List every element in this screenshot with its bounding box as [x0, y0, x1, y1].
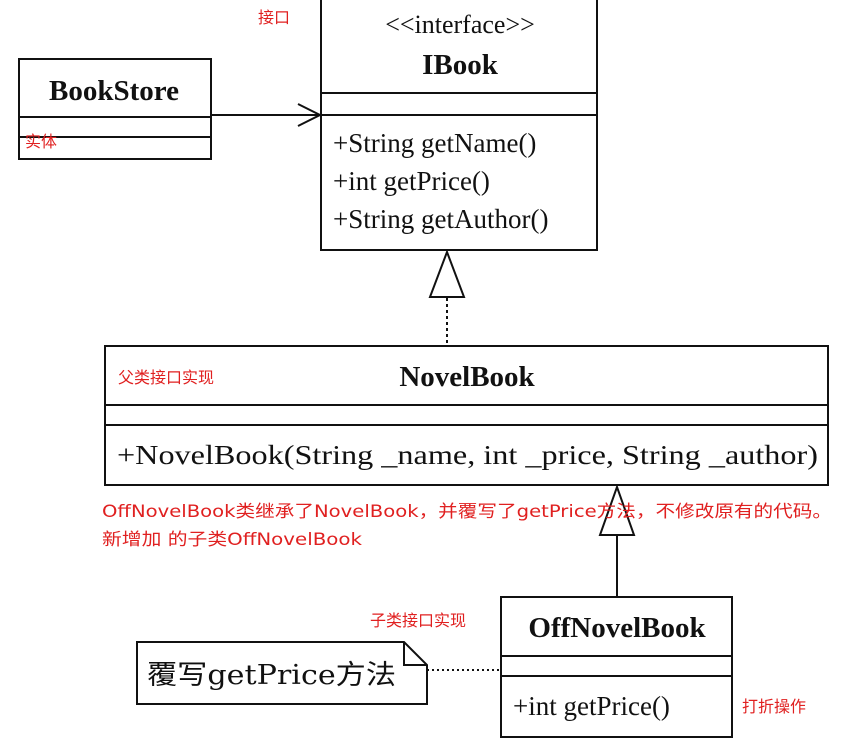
ibook-method: +int getPrice() [333, 166, 490, 196]
novelbook-class-name: NovelBook [399, 361, 535, 393]
annotations: 接口 实体 父类接口实现 OffNovelBook类继承了NovelBook，并… [25, 8, 832, 716]
ibook-box [320, 0, 598, 251]
entity-annotation: 实体 [25, 132, 57, 151]
offnovelbook-box [500, 596, 733, 738]
novelbook-class: NovelBook +NovelBook(String _name, int _… [104, 345, 829, 486]
ibook-class: <<interface>> IBook +String getName() +i… [320, 0, 598, 251]
ibook-method: +String getAuthor() [333, 204, 548, 234]
child-impl-annotation: 子类接口实现 [370, 611, 466, 630]
ibook-class-name: IBook [422, 49, 499, 81]
ibook-method: +String getName() [333, 128, 536, 158]
bookstore-box [18, 58, 212, 160]
association-arrow [211, 103, 323, 127]
offnovelbook-class-name: OffNovelBook [528, 612, 706, 644]
offnovelbook-method: +int getPrice() [513, 691, 670, 721]
interface-annotation: 接口 [258, 8, 290, 27]
note-folded-corner [403, 642, 427, 666]
description-annotation-line1: OffNovelBook类继承了NovelBook，并覆写了getPrice方法… [102, 502, 832, 522]
novelbook-box [104, 345, 829, 486]
ibook-stereotype: <<interface>> [385, 10, 535, 39]
bookstore-class-name: BookStore [49, 75, 179, 107]
description-annotation-line2: 新增加 的子类OffNovelBook [102, 530, 362, 550]
note-text: 覆写getPrice方法 [147, 660, 396, 691]
realization-arrow [428, 249, 466, 345]
parent-impl-annotation: 父类接口实现 [118, 368, 214, 387]
bookstore-class: BookStore [18, 58, 212, 160]
generalization-arrow [598, 484, 636, 597]
discount-annotation: 打折操作 [742, 697, 806, 716]
hollow-triangle-head [428, 249, 466, 298]
note-shape [136, 641, 428, 705]
uml-note: 覆写getPrice方法 [136, 641, 500, 705]
novelbook-constructor: +NovelBook(String _name, int _price, Str… [117, 440, 818, 470]
offnovelbook-class: OffNovelBook +int getPrice() [500, 596, 733, 738]
open-arrowhead [297, 103, 323, 127]
hollow-triangle-head [598, 484, 636, 536]
